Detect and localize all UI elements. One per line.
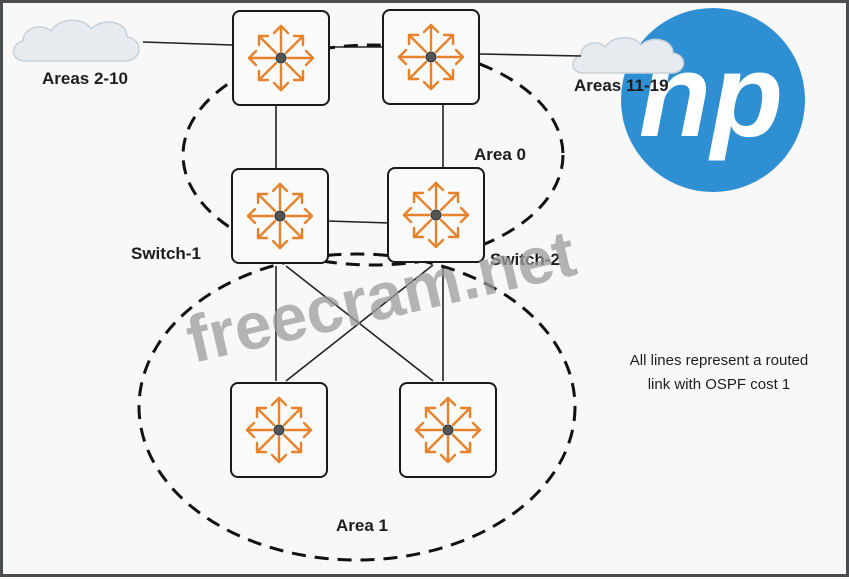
link-switch1-switch2 — [326, 220, 391, 224]
label-area0: Area 0 — [474, 145, 526, 164]
label-switch2: Switch-2 — [490, 250, 560, 269]
router-area-border-right — [381, 8, 481, 106]
router-icon — [381, 8, 481, 106]
switch-1 — [230, 167, 330, 265]
note-line2: link with OSPF cost 1 — [648, 376, 791, 393]
label-area1: Area 1 — [336, 516, 388, 535]
area1-boundary — [137, 252, 577, 562]
cloud-right-icon — [572, 37, 685, 74]
area0-boundary — [181, 43, 565, 267]
router-area1-right — [398, 381, 498, 479]
note-line1: All lines represent a routed — [630, 352, 808, 369]
label-areas-left: Areas 2-10 — [42, 69, 128, 88]
hp-logo: hp — [621, 8, 805, 192]
router-icon — [398, 381, 498, 479]
link-r2-cloud-right — [479, 53, 582, 57]
router-area-border-left — [231, 9, 331, 107]
cloud-left-icon — [12, 19, 140, 62]
router-icon — [231, 9, 331, 107]
link-switch2-r5 — [285, 264, 434, 382]
network-diagram: hp Areas 2-10 Areas 11- — [12, 8, 808, 562]
label-switch1: Switch-1 — [131, 244, 201, 263]
router-icon — [230, 167, 330, 265]
router-icon — [229, 381, 329, 479]
router-area1-left — [229, 381, 329, 479]
label-areas-right: Areas 11-19 — [574, 76, 669, 95]
routed-links — [142, 41, 582, 382]
link-cloud-left-r1 — [142, 41, 234, 46]
